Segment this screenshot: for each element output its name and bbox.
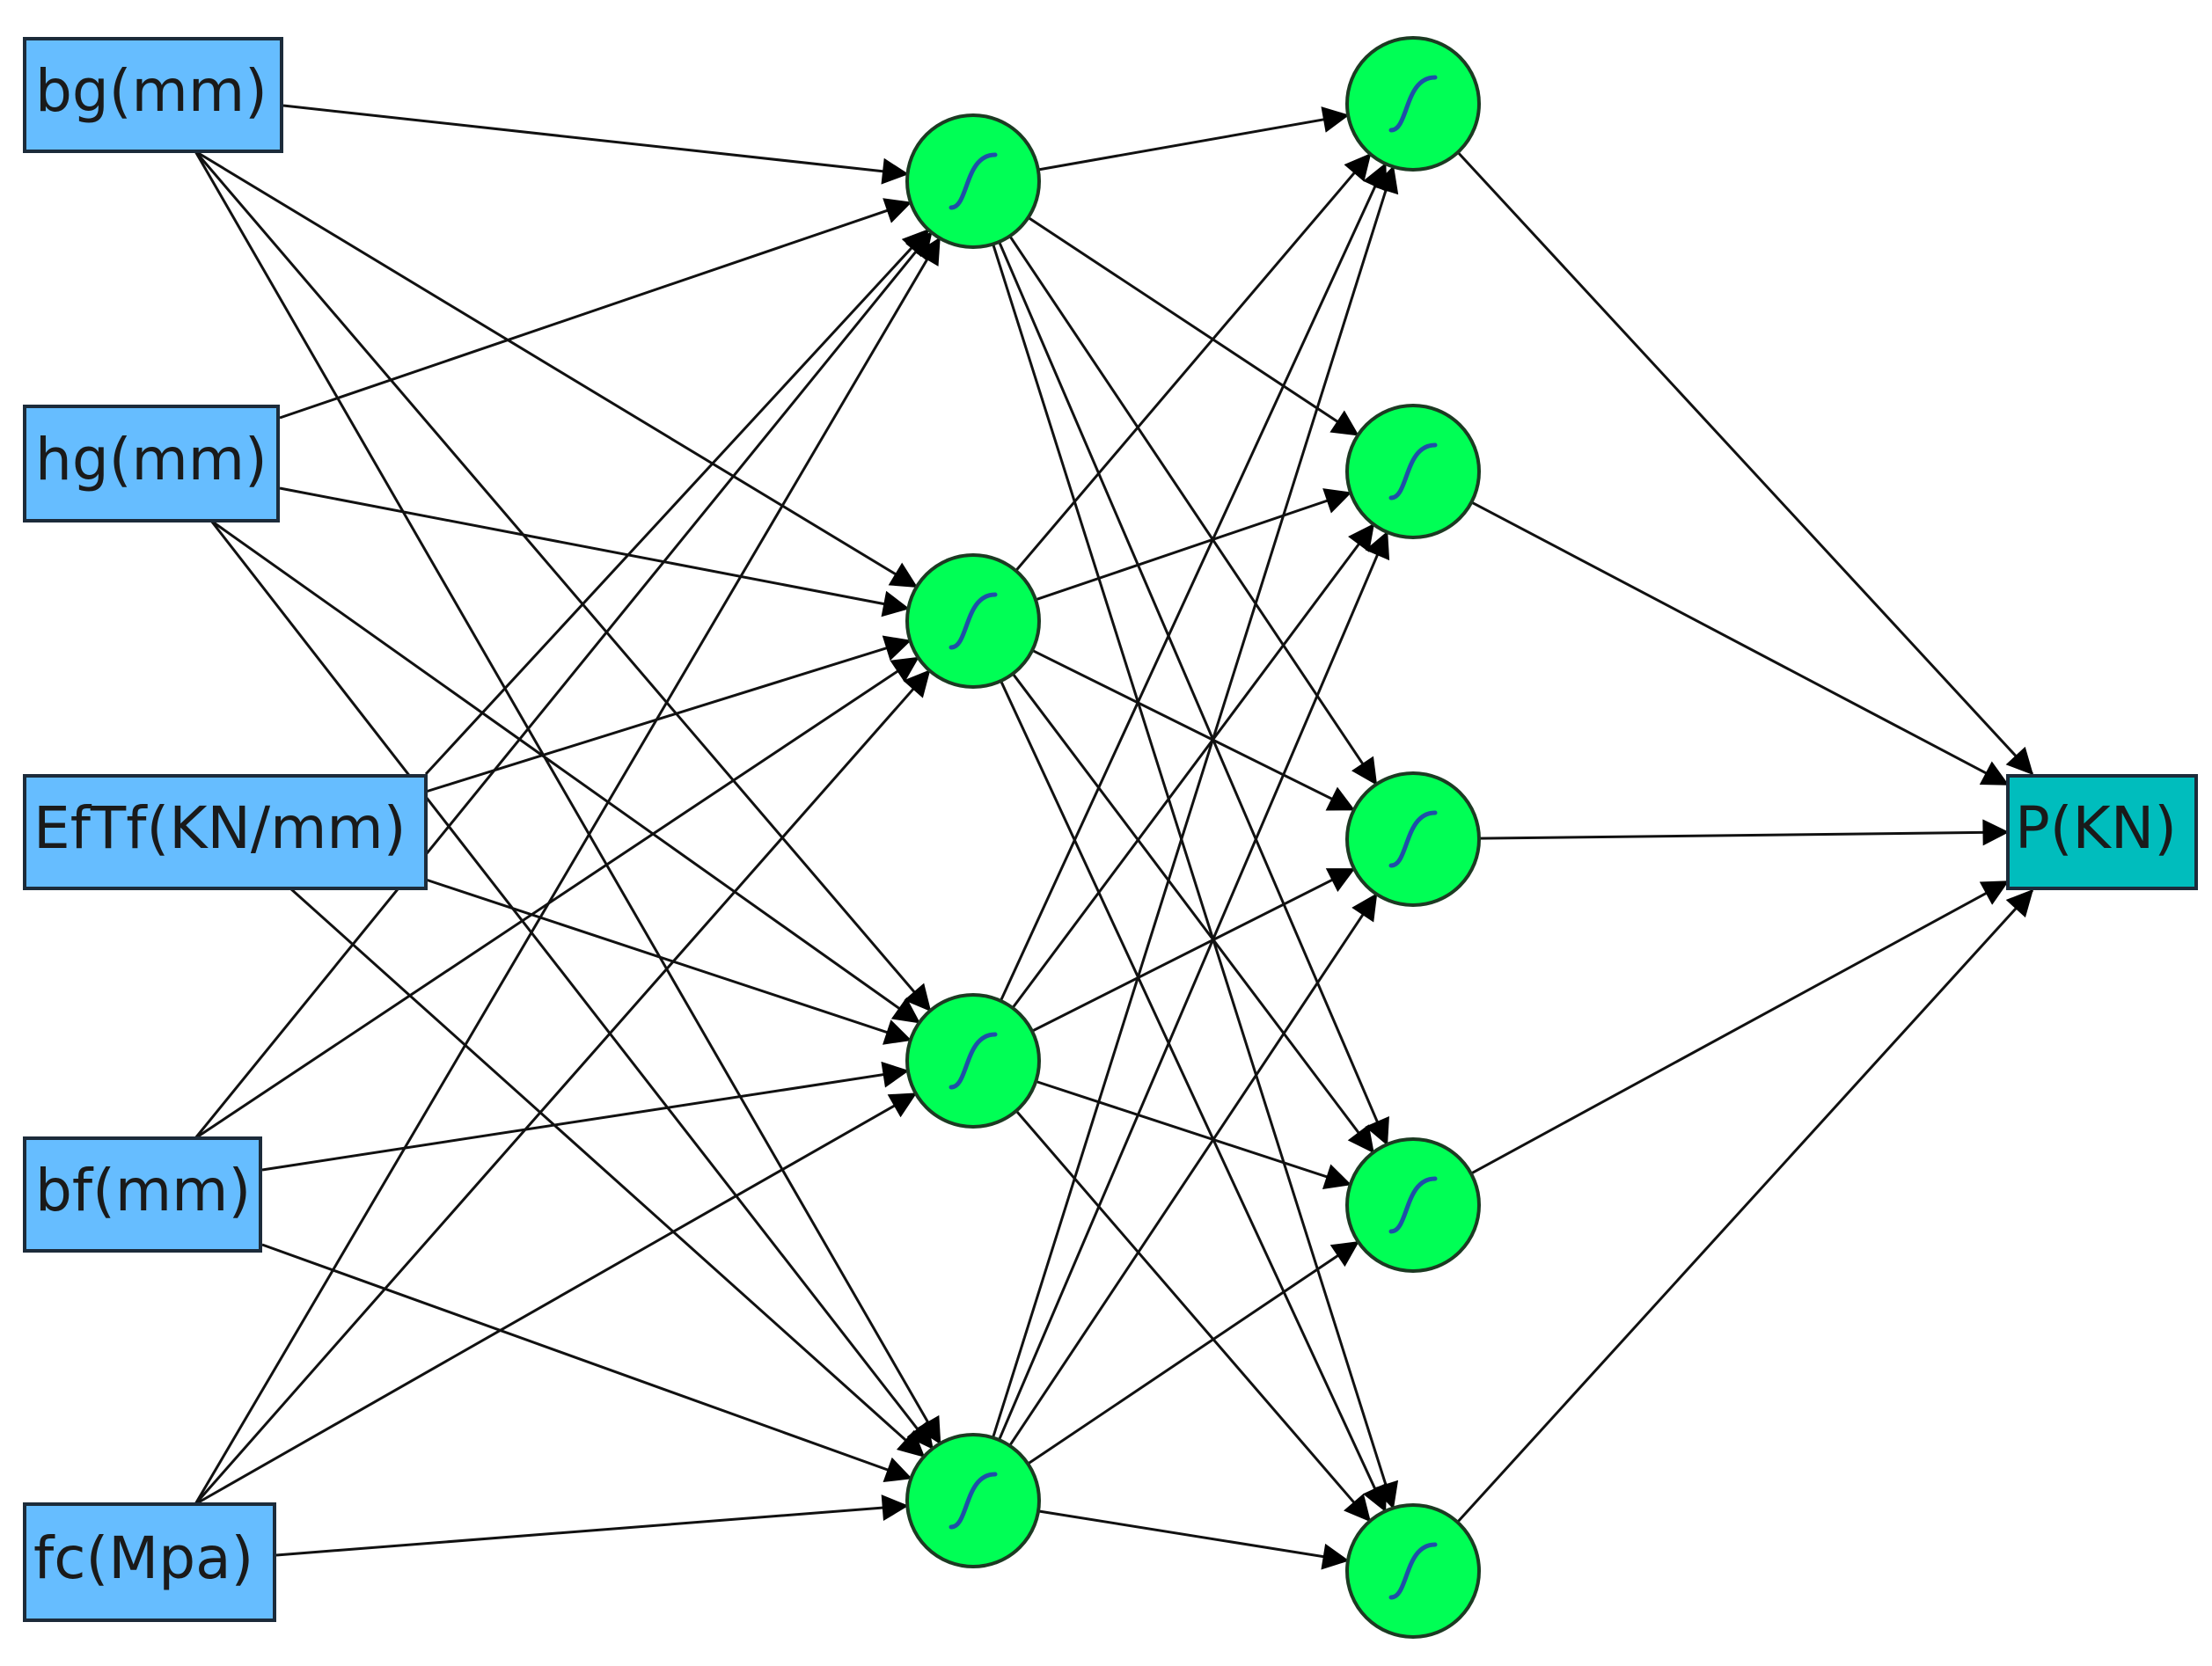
edge-input-1-to-h1-3 xyxy=(194,150,932,1012)
edge-input-5-to-h1-3 xyxy=(194,1092,918,1506)
input-node-hg: hg(mm) xyxy=(23,405,280,522)
hidden-1-neuron-4 xyxy=(905,1433,1041,1568)
edge-input-3-to-h1-1 xyxy=(424,229,930,776)
input-node-eftf: EfTf(KN/mm) xyxy=(23,774,428,890)
edge-input-1-to-h1-4 xyxy=(194,150,941,1445)
hidden-1-neuron-1 xyxy=(905,113,1041,249)
edge-h1-1-to-h2-1 xyxy=(1037,106,1350,172)
edge-h1-3-to-h2-4 xyxy=(1035,1079,1352,1189)
edge-h1-1-to-h2-3 xyxy=(1008,235,1378,786)
edge-input-5-to-h1-2 xyxy=(194,669,931,1505)
edge-input-3-to-h1-4 xyxy=(289,887,926,1458)
sigmoid-curve-icon xyxy=(1388,1176,1438,1234)
edge-h1-1-to-h2-4 xyxy=(998,241,1389,1146)
edge-h2-1-to-output xyxy=(1456,151,2034,776)
hidden-2-neuron-1 xyxy=(1345,36,1481,172)
input-label-bf: bf(mm) xyxy=(35,1157,251,1224)
edge-h1-2-to-h2-3 xyxy=(1031,648,1356,812)
sigmoid-curve-icon xyxy=(1388,75,1438,133)
output-node-p: P(KN) xyxy=(2006,774,2198,890)
input-label-fc: fc(Mpa) xyxy=(33,1524,253,1592)
sigmoid-curve-icon xyxy=(949,152,998,210)
edge-input-2-to-h1-4 xyxy=(209,520,934,1450)
hidden-1-neuron-2 xyxy=(905,553,1041,689)
edge-h1-2-to-h2-5 xyxy=(1000,680,1388,1513)
edge-h1-2-to-h2-1 xyxy=(1014,152,1372,572)
input-label-bg: bg(mm) xyxy=(35,57,267,125)
edge-h2-4-to-output xyxy=(1470,880,2010,1175)
hidden-layer-1 xyxy=(905,113,1041,1568)
edge-h1-4-to-h2-1 xyxy=(992,165,1399,1438)
edge-h1-2-to-h2-2 xyxy=(1035,488,1352,602)
sigmoid-curve-icon xyxy=(949,1472,998,1530)
edge-h1-4-to-h2-3 xyxy=(1008,893,1378,1447)
edge-h2-2-to-output xyxy=(1470,501,2010,786)
edge-h2-3-to-output xyxy=(1478,819,2010,846)
edge-h1-4-to-h2-2 xyxy=(998,530,1390,1441)
edge-h1-2-to-h2-4 xyxy=(1011,673,1375,1154)
edge-input-4-to-h1-3 xyxy=(261,1061,910,1172)
edge-input-2-to-h1-1 xyxy=(279,198,912,420)
edge-input-4-to-h1-1 xyxy=(194,231,933,1139)
hidden-layer-2 xyxy=(1345,36,1481,1639)
edge-input-5-to-h1-1 xyxy=(194,237,941,1505)
edge-input-4-to-h1-4 xyxy=(261,1243,912,1483)
edge-input-2-to-h1-2 xyxy=(279,486,910,617)
hidden-1-neuron-3 xyxy=(905,993,1041,1129)
hidden-2-neuron-3 xyxy=(1345,771,1481,907)
input-node-fc: fc(Mpa) xyxy=(23,1502,276,1622)
edge-input-1-to-h1-2 xyxy=(194,150,919,588)
edge-h1-1-to-h2-5 xyxy=(992,244,1399,1509)
input-label-eftf: EfTf(KN/mm) xyxy=(33,794,406,862)
edge-h1-3-to-h2-3 xyxy=(1031,867,1356,1033)
edge-input-3-to-h1-2 xyxy=(425,635,912,793)
edge-h1-3-to-h2-2 xyxy=(1011,522,1375,1009)
sigmoid-curve-icon xyxy=(1388,810,1438,868)
hidden-2-neuron-4 xyxy=(1345,1137,1481,1273)
edge-input-3-to-h1-3 xyxy=(425,878,912,1045)
edge-h1-1-to-h2-2 xyxy=(1027,216,1359,436)
input-layer: bg(mm) hg(mm) EfTf(KN/mm) bf(mm) fc(Mpa) xyxy=(23,37,428,1622)
edge-h1-3-to-h2-1 xyxy=(999,162,1388,1002)
sigmoid-curve-icon xyxy=(949,592,998,650)
edge-input-4-to-h1-2 xyxy=(194,656,919,1140)
output-label-p: P(KN) xyxy=(2015,794,2177,862)
connections xyxy=(194,104,2034,1570)
input-node-bf: bf(mm) xyxy=(23,1136,262,1253)
edge-h2-5-to-output xyxy=(1456,888,2034,1524)
edge-input-1-to-h1-1 xyxy=(282,104,909,185)
sigmoid-curve-icon xyxy=(1388,442,1438,501)
output-layer: P(KN) xyxy=(2006,774,2198,890)
sigmoid-curve-icon xyxy=(1388,1542,1438,1600)
edge-input-2-to-h1-3 xyxy=(210,519,921,1024)
input-label-hg: hg(mm) xyxy=(35,426,267,493)
sigmoid-curve-icon xyxy=(949,1032,998,1090)
input-node-bg: bg(mm) xyxy=(23,37,283,153)
edge-h1-4-to-h2-4 xyxy=(1027,1240,1359,1465)
edge-h1-4-to-h2-5 xyxy=(1037,1509,1350,1570)
hidden-2-neuron-2 xyxy=(1345,404,1481,539)
hidden-2-neuron-5 xyxy=(1345,1503,1481,1639)
edge-input-5-to-h1-4 xyxy=(275,1494,909,1557)
